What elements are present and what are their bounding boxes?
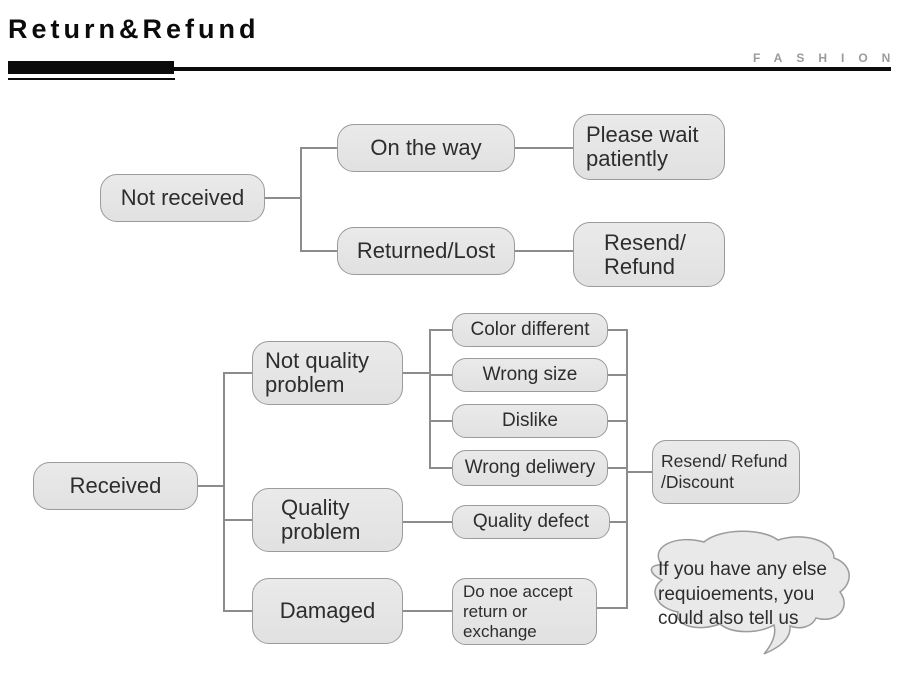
node-label: On the way xyxy=(370,135,482,160)
bubble-line: requioements, you xyxy=(658,583,815,605)
connector xyxy=(608,467,627,469)
node-label: Received xyxy=(69,473,162,498)
connector xyxy=(300,147,337,149)
connector xyxy=(610,521,627,523)
connector xyxy=(300,250,337,252)
connector xyxy=(429,374,452,376)
connector xyxy=(223,372,252,374)
connector xyxy=(223,372,225,612)
connector xyxy=(403,521,452,523)
node-on-the-way: On the way xyxy=(337,124,515,172)
brand-label: FASHION xyxy=(753,51,900,65)
node-line: return or xyxy=(463,601,528,621)
connector xyxy=(223,519,252,521)
connector xyxy=(626,471,652,473)
node-no-return-exchange: Do noe accept return or exchange xyxy=(452,578,597,645)
node-damaged: Damaged xyxy=(252,578,403,644)
connector xyxy=(429,329,431,469)
connector xyxy=(515,147,573,149)
node-label: Not received xyxy=(120,185,245,210)
node-label: Color different xyxy=(470,319,590,340)
node-resend-refund-discount: Resend/ Refund /Discount xyxy=(652,440,800,504)
node-line: Do noe accept xyxy=(463,581,573,601)
speech-bubble xyxy=(650,530,850,655)
speech-bubble-text: If you have any else requioements, you c… xyxy=(658,558,848,632)
node-line: /Discount xyxy=(661,472,734,492)
connector xyxy=(608,329,627,331)
node-label: Dislike xyxy=(502,410,558,431)
node-label: Returned/Lost xyxy=(356,238,496,263)
header-thick-bar xyxy=(8,61,174,74)
node-please-wait-patiently: Please wait patiently xyxy=(573,114,725,180)
connector xyxy=(608,374,627,376)
node-label: Quality defect xyxy=(472,511,590,532)
connector xyxy=(608,420,627,422)
node-dislike: Dislike xyxy=(452,404,608,438)
node-quality-problem: Quality problem xyxy=(252,488,403,552)
node-not-quality-problem: Not quality problem xyxy=(252,341,403,405)
connector xyxy=(429,329,452,331)
node-resend-refund: Resend/ Refund xyxy=(573,222,725,287)
header-rule-line xyxy=(174,67,891,71)
node-not-received: Not received xyxy=(100,174,265,222)
connector xyxy=(403,372,431,374)
node-label: Damaged xyxy=(279,598,376,623)
connector xyxy=(403,610,452,612)
node-wrong-delivery: Wrong deliwery xyxy=(452,450,608,486)
header-thin-bar xyxy=(8,78,175,80)
node-line: Resend/ xyxy=(604,229,686,255)
node-line: problem xyxy=(281,519,361,544)
node-line: Resend/ Refund xyxy=(661,451,788,471)
connector xyxy=(597,607,627,609)
node-label: Wrong deliwery xyxy=(464,457,596,478)
node-line: exchange xyxy=(463,621,537,641)
connector xyxy=(429,420,452,422)
node-line: Not quality xyxy=(265,348,369,373)
connector xyxy=(515,250,573,252)
node-line: Refund xyxy=(604,253,675,279)
node-returned-lost: Returned/Lost xyxy=(337,227,515,275)
node-label: Wrong size xyxy=(482,364,578,385)
bubble-line: If you have any else xyxy=(658,559,827,580)
connector xyxy=(300,147,302,252)
node-line: problem xyxy=(265,372,345,397)
node-received: Received xyxy=(33,462,198,510)
node-line: Please wait xyxy=(586,122,699,147)
connector xyxy=(265,197,301,199)
node-wrong-size: Wrong size xyxy=(452,358,608,392)
connector xyxy=(198,485,225,487)
connector xyxy=(223,610,252,612)
bubble-line: could also tell us xyxy=(658,608,799,629)
node-color-different: Color different xyxy=(452,313,608,347)
page-title: Return&Refund xyxy=(8,14,260,44)
node-line: Quality xyxy=(281,495,350,520)
connector xyxy=(626,329,628,609)
connector xyxy=(429,467,452,469)
node-line: patiently xyxy=(586,146,668,171)
node-quality-defect: Quality defect xyxy=(452,505,610,539)
